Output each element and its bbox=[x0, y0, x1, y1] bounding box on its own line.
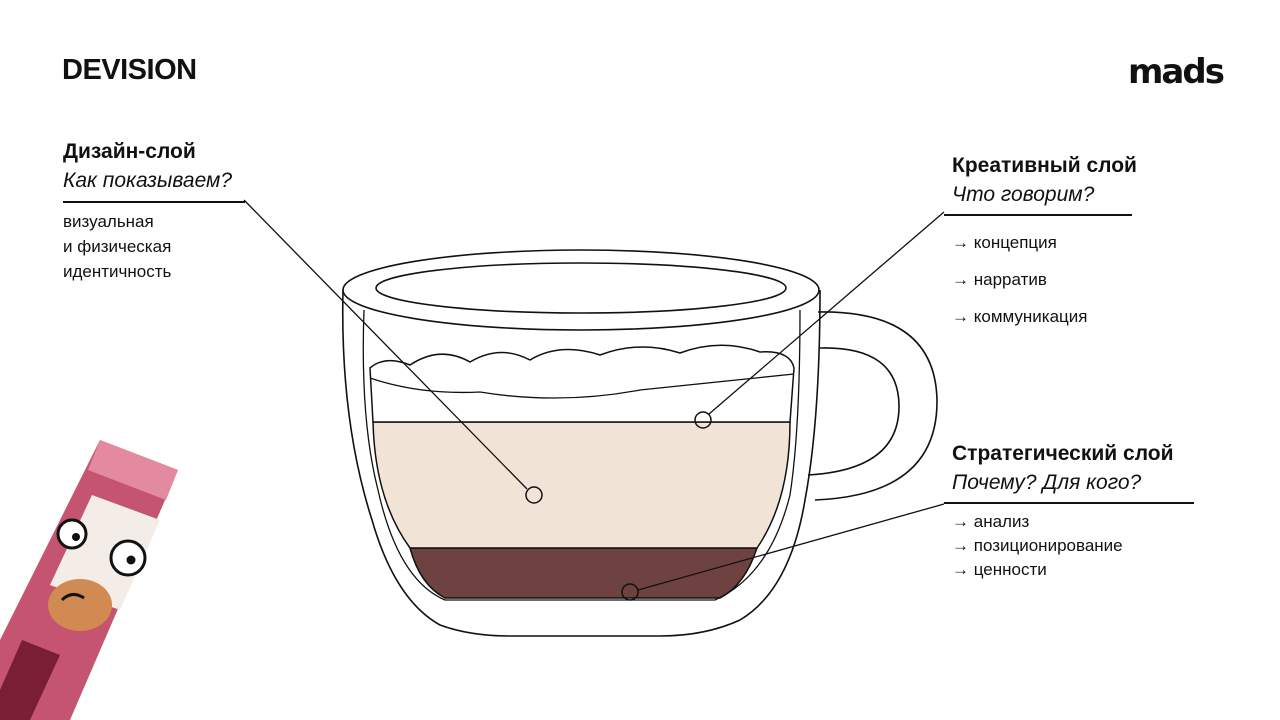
design-layer-rule bbox=[63, 201, 245, 203]
cup-handle-outer bbox=[814, 311, 938, 501]
design-layer-question: Как показываем? bbox=[63, 169, 233, 192]
strategic-layer-items: анализ позиционирование ценности bbox=[952, 510, 1212, 582]
strategic-layer-title: Стратегический слой bbox=[952, 442, 1174, 465]
design-layer-leader bbox=[243, 199, 528, 490]
creative-layer-item: концепция bbox=[952, 224, 1192, 261]
packet-mouth bbox=[60, 593, 85, 602]
packet-right-pupil bbox=[126, 555, 136, 565]
packet-left-eye bbox=[56, 518, 88, 550]
packet-left-pupil bbox=[72, 533, 80, 541]
cup-handle-inner bbox=[807, 347, 900, 476]
creative-layer-title: Креативный слой bbox=[952, 154, 1137, 177]
design-layer-annotation: Дизайн-слой Как показываем? визуальная и… bbox=[63, 140, 253, 284]
design-layer-line: и физическая bbox=[63, 236, 172, 256]
design-layer-description: визуальная и физическая идентичность bbox=[63, 209, 253, 284]
coffee-layer bbox=[409, 547, 759, 599]
strategic-layer-leader bbox=[637, 503, 945, 591]
creative-layer-leader bbox=[708, 211, 945, 415]
creative-layer-rule bbox=[944, 214, 1132, 216]
creative-layer-item: коммуникация bbox=[952, 298, 1192, 335]
packet-dark-stripe bbox=[0, 640, 60, 720]
creative-layer-annotation: Креативный слой Что говорим? концепция н… bbox=[944, 154, 1192, 335]
cup-rim-inner bbox=[375, 262, 787, 314]
design-layer-line: визуальная bbox=[63, 211, 154, 231]
milk-layer bbox=[372, 421, 791, 549]
coffee-packet-character bbox=[0, 440, 178, 720]
foam-layer bbox=[369, 344, 795, 423]
creative-layer-question: Что говорим? bbox=[952, 183, 1095, 206]
mads-logo: mads bbox=[1128, 52, 1225, 92]
strategic-layer-marker bbox=[621, 583, 639, 601]
creative-layer-item: нарратив bbox=[952, 261, 1192, 298]
packet-cup-art bbox=[48, 579, 112, 631]
strategic-layer-rule bbox=[944, 502, 1194, 504]
creative-layer-marker bbox=[694, 411, 712, 429]
strategic-layer-item: ценности bbox=[952, 558, 1212, 582]
strategic-layer-annotation: Стратегический слой Почему? Для кого? ан… bbox=[944, 442, 1212, 582]
design-layer-title: Дизайн-слой bbox=[63, 140, 196, 163]
cup-inner-wall bbox=[362, 309, 801, 601]
packet-top-band bbox=[88, 440, 178, 500]
creative-layer-items: концепция нарратив коммуникация bbox=[952, 224, 1192, 335]
foam-top-line bbox=[369, 373, 795, 399]
strategic-layer-question: Почему? Для кого? bbox=[952, 471, 1142, 494]
cup-outer-wall bbox=[341, 289, 821, 637]
design-layer-marker bbox=[525, 486, 543, 504]
brand-wordmark: DEVISION bbox=[62, 54, 197, 86]
strategic-layer-item: позиционирование bbox=[952, 534, 1212, 558]
strategic-layer-item: анализ bbox=[952, 510, 1212, 534]
design-layer-line: идентичность bbox=[63, 261, 172, 281]
